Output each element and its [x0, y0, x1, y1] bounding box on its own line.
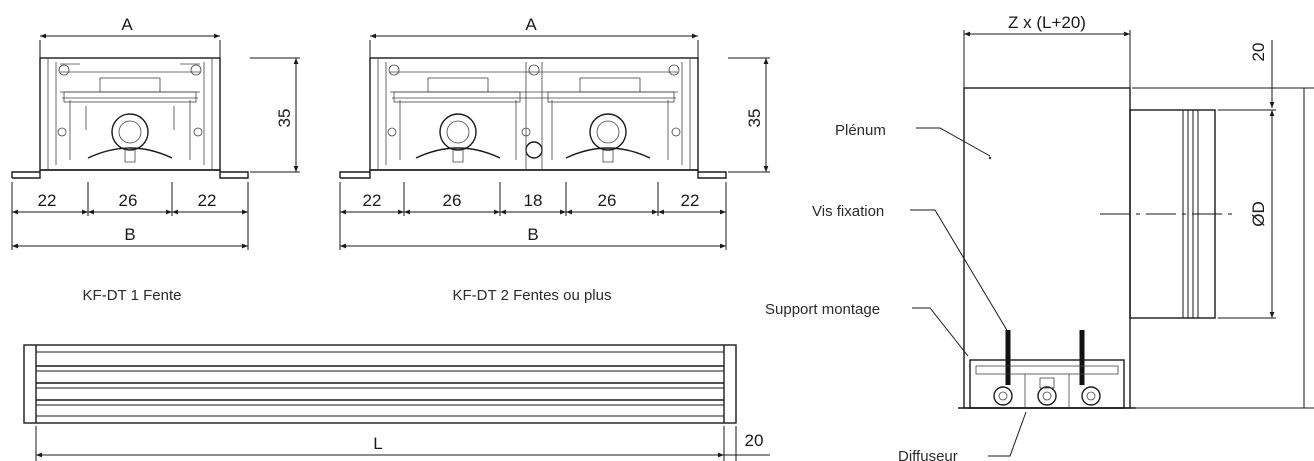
double-dim-1: 22 [363, 191, 382, 210]
label-mounting-support: Support montage [765, 301, 880, 318]
single-dim-right: 22 [198, 191, 217, 210]
front-view-section: L 20 [23, 344, 770, 461]
plenum-spigot [1100, 109, 1236, 319]
double-slot-section: A [339, 15, 770, 304]
single-dim-b: B [124, 225, 135, 244]
front-dim-length: L [373, 434, 382, 453]
single-slot-section: A 35 [11, 15, 300, 304]
double-dim-4: 26 [598, 191, 617, 210]
single-slot-caption: KF-DT 1 Fente [83, 287, 182, 304]
double-dim-height: 35 [745, 109, 764, 128]
single-dim-mid: 26 [119, 191, 138, 210]
double-slot-profile [339, 57, 727, 179]
front-dim-end: 20 [745, 431, 764, 450]
double-slot-caption: KF-DT 2 Fentes ou plus [453, 287, 612, 304]
double-dim-3: 18 [524, 191, 543, 210]
double-dim-5: 22 [681, 191, 700, 210]
plenum-dim-width: Z x (L+20) [1008, 13, 1086, 32]
plenum-view-section: Z x (L+20) ØD 20 300 [765, 13, 1314, 461]
label-plenum: Plénum [835, 122, 886, 139]
single-dim-left: 22 [38, 191, 57, 210]
plenum-diffuser [958, 359, 1136, 409]
double-dim-a: A [525, 15, 537, 34]
single-dim-height: 35 [275, 109, 294, 128]
single-dim-a: A [121, 15, 133, 34]
label-diffuser: Diffuseur [898, 448, 958, 461]
plenum-dim-height: 300 [1310, 246, 1314, 274]
single-slot-profile [11, 57, 249, 179]
plenum-dim-diameter: ØD [1249, 201, 1268, 227]
double-dim-b: B [527, 225, 538, 244]
plenum-dim-top: 20 [1249, 43, 1268, 62]
label-fixing-screw: Vis fixation [812, 203, 884, 220]
double-dim-2: 26 [443, 191, 462, 210]
